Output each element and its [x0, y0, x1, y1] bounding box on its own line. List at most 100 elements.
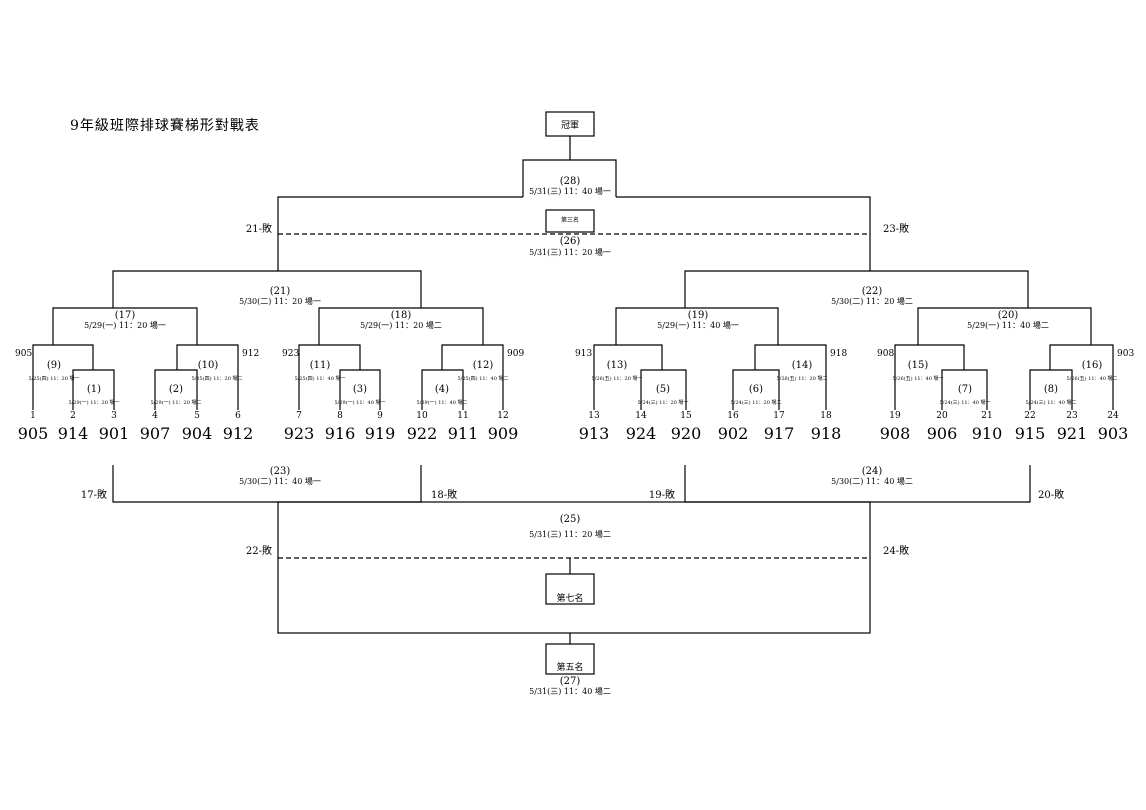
- match-no: (26): [560, 236, 581, 247]
- side-label: 903: [1117, 349, 1134, 359]
- match-time: 5/31(三) 11：20 場二: [529, 529, 611, 539]
- match-time: 5/26(五) 11：40 場二: [1066, 375, 1117, 382]
- champion-label: 冠軍: [561, 120, 579, 131]
- side-label: 913: [575, 349, 592, 359]
- seat-number: 20: [936, 411, 948, 421]
- match-no: (9): [47, 360, 61, 371]
- seventh-place-box: [545, 573, 595, 605]
- team-name: 908: [880, 424, 911, 443]
- match-no: (8): [1044, 384, 1058, 395]
- seat-number: 4: [152, 411, 158, 421]
- match-no: (13): [607, 360, 628, 371]
- match-time: 5/25(四) 11：20 場二: [191, 375, 242, 382]
- team-name: 920: [671, 424, 702, 443]
- fifth-place-box: [545, 643, 595, 675]
- match-time: 5/30(二) 11：40 場一: [239, 476, 321, 486]
- page-title: 9年級班際排球賽梯形對戰表: [70, 117, 260, 134]
- match-no: (5): [656, 384, 670, 395]
- seat-number: 10: [416, 411, 428, 421]
- seat-number: 5: [194, 411, 200, 421]
- seat-number: 6: [235, 411, 241, 421]
- seat-number: 16: [727, 411, 739, 421]
- loser-label: 22-敗: [246, 544, 272, 557]
- seat-number: 13: [588, 411, 600, 421]
- match-time: 5/30(二) 11：20 場二: [831, 296, 913, 306]
- team-name: 907: [140, 424, 171, 443]
- loser-label: 21-敗: [246, 222, 272, 235]
- match-time: 5/24(三) 11：40 場一: [939, 399, 990, 406]
- team-name: 912: [223, 424, 254, 443]
- match-no: (1): [87, 384, 101, 395]
- third-place-label: 第三名: [561, 216, 579, 224]
- match-no: (28): [560, 176, 581, 187]
- match-no: (12): [473, 360, 494, 371]
- match-time: 5/29(一) 11：20 場二: [360, 320, 442, 330]
- match-no: (14): [792, 360, 813, 371]
- bracket-lines: [32, 111, 1114, 675]
- match-no: (7): [958, 384, 972, 395]
- loser-label: 24-敗: [883, 544, 909, 557]
- match-time: 5/30(二) 11：40 場二: [831, 476, 913, 486]
- match-time: 5/24(三) 11：20 場二: [730, 399, 781, 406]
- team-name: 909: [488, 424, 519, 443]
- side-label: 923: [282, 349, 299, 359]
- match-no: (6): [749, 384, 763, 395]
- match-no: (19): [688, 310, 709, 321]
- seat-number: 8: [337, 411, 343, 421]
- team-name: 906: [927, 424, 958, 443]
- seat-number: 3: [111, 411, 117, 421]
- seat-number: 21: [981, 411, 992, 421]
- loser-label: 20-敗: [1038, 488, 1064, 501]
- seat-number: 11: [457, 411, 468, 421]
- match-time: 5/26(五) 11：40 場一: [892, 375, 943, 382]
- team-name: 913: [579, 424, 610, 443]
- seat-number: 22: [1024, 411, 1035, 421]
- seat-number: 17: [773, 411, 785, 421]
- seat-number: 24: [1107, 411, 1119, 421]
- side-label: 912: [242, 349, 259, 359]
- match-time: 5/25(四) 11：40 場二: [457, 375, 508, 382]
- match-no: (11): [310, 360, 331, 371]
- team-name: 911: [448, 424, 479, 443]
- match-time: 5/29(一) 11：40 場二: [416, 399, 467, 406]
- team-name: 917: [764, 424, 795, 443]
- match-no: (25): [560, 514, 581, 525]
- team-name: 919: [365, 424, 396, 443]
- team-name: 914: [58, 424, 89, 443]
- match-no: (10): [198, 360, 219, 371]
- team-name: 901: [99, 424, 130, 443]
- match-no: (21): [270, 286, 291, 297]
- match-time: 5/29(一) 11：40 場二: [967, 320, 1049, 330]
- seat-number: 9: [377, 411, 383, 421]
- team-name: 903: [1098, 424, 1129, 443]
- team-name: 924: [626, 424, 657, 443]
- match-no: (2): [169, 384, 183, 395]
- match-no: (27): [560, 676, 581, 687]
- match-time: 5/26(五) 11：20 場二: [776, 375, 827, 382]
- match-no: (16): [1082, 360, 1103, 371]
- loser-label: 19-敗: [649, 488, 675, 501]
- match-no: (22): [862, 286, 883, 297]
- fifth-place-label: 第五名: [556, 661, 583, 673]
- side-label: 905: [15, 349, 32, 359]
- match-time: 5/31(三) 11：20 場一: [529, 247, 611, 257]
- match-time: 5/29(一) 11：40 場一: [334, 399, 385, 406]
- match-no: (3): [353, 384, 367, 395]
- team-name: 902: [718, 424, 749, 443]
- seat-number: 7: [296, 411, 302, 421]
- match-no: (18): [391, 310, 412, 321]
- side-label: 908: [877, 349, 894, 359]
- team-name: 916: [325, 424, 356, 443]
- match-no: (4): [435, 384, 449, 395]
- match-no: (20): [998, 310, 1019, 321]
- match-no: (23): [270, 466, 291, 477]
- team-name: 915: [1015, 424, 1046, 443]
- seat-number: 19: [889, 411, 901, 421]
- loser-label: 18-敗: [431, 488, 457, 501]
- match-no: (24): [862, 466, 883, 477]
- match-time: 5/26(五) 11：20 場一: [591, 375, 642, 382]
- match-time: 5/29(一) 11：20 場一: [84, 320, 166, 330]
- team-name: 910: [972, 424, 1003, 443]
